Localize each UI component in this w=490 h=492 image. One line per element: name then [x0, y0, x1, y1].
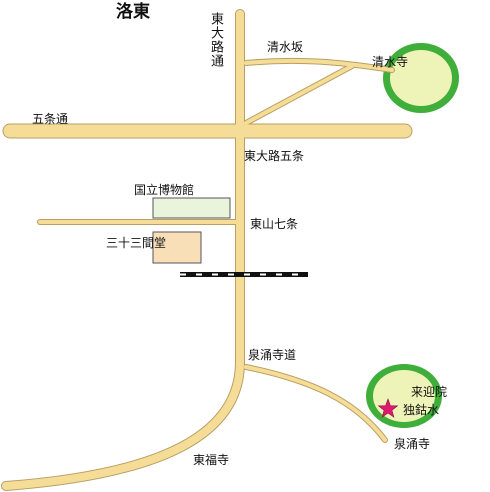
diagonal-road — [244, 64, 354, 125]
roads-outline — [1, 9, 413, 491]
label-higashioji-gojo: 東大路五条 — [244, 149, 305, 163]
label-kiyomizu-dera: 清水寺 — [372, 55, 409, 69]
label-dokkosui: 独鈷水 — [403, 403, 440, 417]
label-kiyomizu-zaka: 清水坂 — [267, 40, 304, 54]
higashioji-dori-road — [2, 10, 244, 490]
label-tofukuji: 東福寺 — [193, 453, 230, 467]
label-gojo-dori: 五条通 — [32, 112, 69, 126]
label-higashiyama-shichijo: 東山七条 — [250, 217, 299, 231]
label-higashioji-dori: 東大路通 — [208, 12, 223, 68]
label-raigoin: 来迎院 — [411, 385, 448, 399]
label-sennyuji: 泉涌寺 — [394, 437, 431, 451]
sennyuji-michi-road — [244, 365, 387, 442]
dokkosui-star-marker — [377, 398, 399, 418]
kiyomizu-zaka-road — [244, 58, 394, 72]
national-museum-building — [152, 197, 231, 219]
sanjusangendo-building — [152, 231, 202, 264]
roads — [2, 10, 412, 490]
label-sennyuji-michi: 泉涌寺道 — [248, 348, 297, 362]
label-national-museum: 国立博物館 — [134, 183, 195, 197]
map-title: 洛東 — [116, 2, 150, 22]
railway — [180, 272, 308, 277]
label-sanjusangendo: 三十三間堂 — [106, 236, 167, 250]
kiyomizu-grove — [383, 43, 459, 113]
